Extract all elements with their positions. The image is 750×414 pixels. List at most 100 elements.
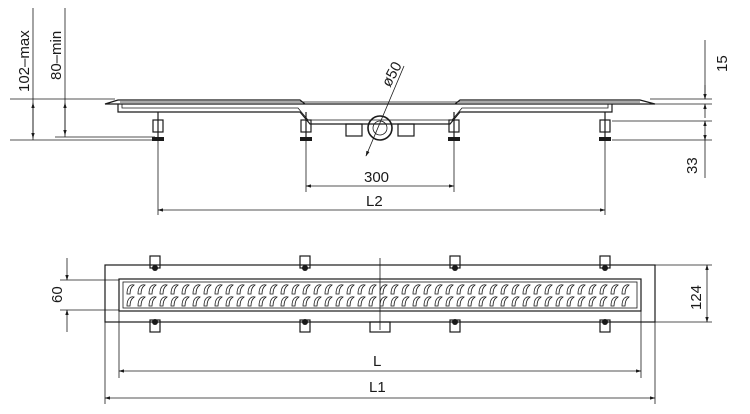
label-length-l1: L1 xyxy=(369,379,386,396)
grate-slot xyxy=(401,284,410,295)
tab-bottom-1 xyxy=(149,319,161,333)
grate-slot xyxy=(313,284,322,295)
grate-slot xyxy=(368,296,377,307)
grate-slot xyxy=(181,296,190,307)
grate-slot xyxy=(434,296,443,307)
grate-slot xyxy=(588,284,597,295)
grate-slot xyxy=(489,296,498,307)
drain-flange xyxy=(104,99,656,105)
grate-slot xyxy=(335,296,344,307)
label-body-width: 124 xyxy=(688,285,705,310)
label-length-l: L xyxy=(373,353,381,370)
grate-slot xyxy=(522,284,531,295)
grate-slot xyxy=(192,284,201,295)
grate-slot xyxy=(247,284,256,295)
grate-slot xyxy=(621,284,630,295)
grate-slot xyxy=(203,296,212,307)
grate-slot xyxy=(478,296,487,307)
grate-slot xyxy=(379,296,388,307)
tab-bottom-3 xyxy=(449,319,461,333)
grate-slot xyxy=(126,284,135,295)
label-foot-height: 33 xyxy=(684,157,701,174)
grate-slot xyxy=(522,296,531,307)
outlet-pipe-circle xyxy=(367,115,393,141)
grate-slot xyxy=(533,296,542,307)
grate-slot xyxy=(500,284,509,295)
outlet-clamp-left xyxy=(345,123,363,137)
grate-slot xyxy=(544,296,553,307)
grate-slot xyxy=(126,296,135,307)
grate-slot xyxy=(434,284,443,295)
grate-slot xyxy=(401,296,410,307)
side-view: 102–max 80–min 15 33 ø50 300 L2 xyxy=(10,8,731,215)
grate-slot xyxy=(555,284,564,295)
grate-slot xyxy=(599,296,608,307)
grate-slot xyxy=(247,296,256,307)
grate-slot xyxy=(192,296,201,307)
grate-slot xyxy=(214,284,223,295)
grate-slot xyxy=(291,284,300,295)
grate-slot xyxy=(302,296,311,307)
grate-slot xyxy=(511,296,520,307)
grate-slot xyxy=(412,296,421,307)
grate-slot xyxy=(566,284,575,295)
grate-slot xyxy=(555,296,564,307)
grate-slot xyxy=(599,284,608,295)
grate-slot xyxy=(236,284,245,295)
grate-slot xyxy=(225,284,234,295)
grate-slot xyxy=(489,284,498,295)
grate-slot xyxy=(280,284,289,295)
grate-slot xyxy=(148,296,157,307)
leg-1 xyxy=(152,112,164,141)
label-outlet-offset: 300 xyxy=(364,169,389,186)
label-height-max: 102–max xyxy=(16,30,33,92)
grate-slot xyxy=(236,296,245,307)
grate-slot xyxy=(467,284,476,295)
grate-slot xyxy=(390,284,399,295)
tab-top-1 xyxy=(149,255,161,271)
tab-bottom-2 xyxy=(299,319,311,333)
grate-slot xyxy=(324,284,333,295)
grate-slot xyxy=(621,296,630,307)
grate-slot xyxy=(445,284,454,295)
label-flange-thickness: 15 xyxy=(714,55,731,72)
grate-slot xyxy=(170,284,179,295)
diameter-leader-line xyxy=(365,65,405,157)
grate-slot xyxy=(346,296,355,307)
grate-slot xyxy=(225,296,234,307)
tab-top-2 xyxy=(299,255,311,271)
tab-bottom-4 xyxy=(599,319,611,333)
grate-slot xyxy=(357,284,366,295)
channel-inner-wall xyxy=(121,104,609,121)
grate-slot xyxy=(368,284,377,295)
grate-slot xyxy=(357,296,366,307)
leg-3 xyxy=(448,112,460,141)
grate-slot xyxy=(456,284,465,295)
grate-slot xyxy=(159,284,168,295)
grate-slot xyxy=(566,296,575,307)
label-height-min: 80–min xyxy=(48,31,65,80)
grate-slot xyxy=(588,296,597,307)
label-grate-width: 60 xyxy=(49,286,66,303)
grate-slot xyxy=(258,284,267,295)
grate-slot xyxy=(214,296,223,307)
grate-slot-pattern xyxy=(126,284,630,307)
label-outlet-diameter: ø50 xyxy=(379,59,406,90)
grate-slot xyxy=(170,296,179,307)
grate-slot xyxy=(544,284,553,295)
grate-slot xyxy=(137,284,146,295)
grate-slot xyxy=(324,296,333,307)
grate-slot xyxy=(423,284,432,295)
grate-slot xyxy=(203,284,212,295)
grate-slot xyxy=(533,284,542,295)
label-length-l2: L2 xyxy=(366,193,383,210)
grate-slot xyxy=(467,296,476,307)
grate-slot xyxy=(511,284,520,295)
grate-slot xyxy=(577,284,586,295)
grate-slot xyxy=(445,296,454,307)
grate-slot xyxy=(379,284,388,295)
grate-slot xyxy=(610,284,619,295)
grate-slot xyxy=(335,284,344,295)
top-view: 60 124 L L1 xyxy=(49,255,712,404)
